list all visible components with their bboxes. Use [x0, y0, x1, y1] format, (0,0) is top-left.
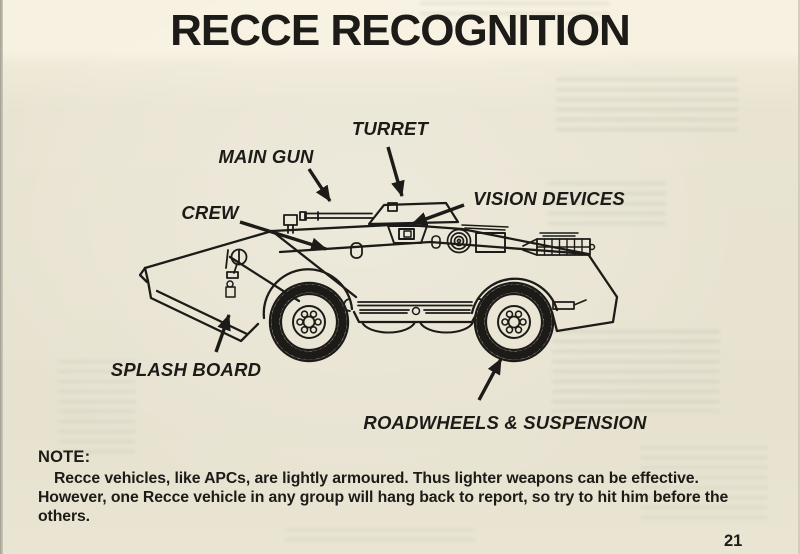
- rear-bracket-art: [552, 299, 587, 310]
- callout-arrows: [214, 146, 503, 401]
- front-periscope-art: [283, 214, 298, 234]
- page-title: RECCE RECOGNITION: [170, 6, 631, 55]
- main-gun-art: [299, 211, 374, 221]
- vehicle-line-art: [138, 201, 619, 361]
- engine-grille-art: [522, 232, 596, 256]
- scan-edge-left: [0, 0, 3, 554]
- page-number: 21: [724, 532, 743, 550]
- belly-wheel-covers-art: [360, 320, 475, 334]
- side-port-art: [350, 242, 363, 259]
- crew-arrow: [239, 220, 327, 252]
- turret-arrow: [386, 146, 405, 197]
- front-roadwheel: [270, 283, 348, 361]
- label-roadwheels-suspension: ROADWHEELS & SUSPENSION: [363, 412, 647, 433]
- note-section: NOTE: Recce vehicles, like APCs, are lig…: [38, 448, 770, 526]
- note-heading: NOTE:: [38, 448, 91, 466]
- side-strakes-art: [343, 298, 486, 316]
- label-main-gun: MAIN GUN: [218, 146, 314, 167]
- spare-tyre-art: [446, 228, 472, 254]
- note-body: Recce vehicles, like APCs, are lightly a…: [38, 470, 729, 525]
- main-gun-arrow: [307, 168, 332, 202]
- spotlight-art: [225, 248, 248, 298]
- roadwheels-arrow: [477, 358, 503, 401]
- label-turret: TURRET: [352, 118, 430, 139]
- label-splash-board: SPLASH BOARD: [111, 359, 261, 380]
- scan-edge-right: [798, 0, 800, 554]
- side-port-art: [431, 235, 441, 249]
- splash-board-arrow: [214, 314, 231, 353]
- rear-hatch-art: [461, 224, 509, 253]
- label-vision-devices: VISION DEVICES: [473, 188, 625, 209]
- vision-device-art: [387, 225, 428, 244]
- vision-devices-arrow: [411, 203, 465, 226]
- rear-roadwheel: [475, 283, 553, 361]
- label-crew: CREW: [181, 202, 240, 223]
